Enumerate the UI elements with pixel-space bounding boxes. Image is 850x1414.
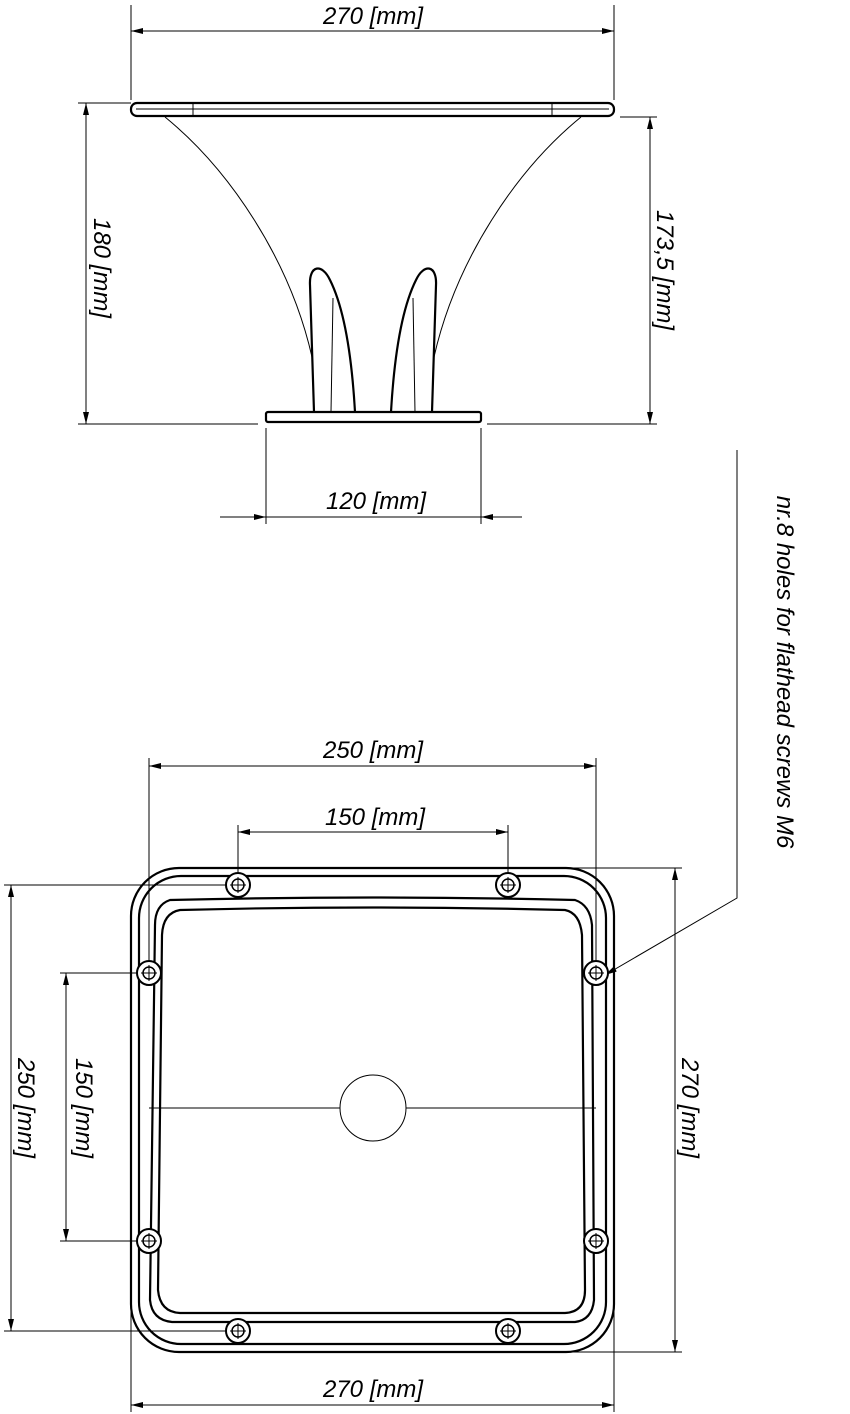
dim-label: 250 [mm]: [12, 1057, 39, 1159]
dim-label: 180 [mm]: [88, 218, 115, 319]
throat-opening: [339, 1074, 407, 1142]
mounting-hole: [495, 1318, 521, 1344]
dim-hole-spacing-inner-v: 150 [mm]: [60, 972, 137, 1242]
mounting-hole: [583, 960, 609, 986]
holes-note-text: nr.8 holes for flathead screws M6: [771, 496, 798, 849]
dim-label: 150 [mm]: [70, 1058, 97, 1159]
mounting-hole: [495, 872, 521, 898]
throat-lobes: [308, 267, 438, 413]
dim-label: 270 [mm]: [322, 1376, 424, 1403]
dim-label: 250 [mm]: [322, 737, 424, 764]
dim-base-width: 120 [mm]: [220, 428, 522, 524]
dim-label: 270 [mm]: [322, 3, 424, 30]
dim-label: 270 [mm]: [676, 1057, 703, 1159]
mounting-hole: [225, 1318, 251, 1344]
flange-outline: [129, 866, 616, 1354]
dim-label: 173,5 [mm]: [651, 210, 678, 331]
base-plate: [264, 410, 483, 424]
dim-total-height: 180 [mm]: [78, 102, 258, 425]
front-view: 250 [mm] 150 [mm] 250 [mm] 150 [mm]: [4, 737, 703, 1412]
horn-bell-left: [164, 116, 313, 358]
dim-hole-spacing-inner-h: 150 [mm]: [237, 804, 509, 872]
top-flange: [129, 101, 616, 118]
dim-hole-spacing-outer-h: 250 [mm]: [148, 737, 597, 960]
dim-label: 120 [mm]: [326, 488, 427, 515]
dim-label: 150 [mm]: [325, 804, 426, 831]
dim-horn-height: 173,5 [mm]: [487, 116, 678, 425]
side-view: 270 [mm] 180 [mm] 173,5 [mm] 120 [mm]: [78, 3, 678, 524]
dim-flange-height: 270 [mm]: [560, 867, 703, 1353]
mounting-hole: [583, 1228, 609, 1254]
dim-hole-spacing-outer-v: 250 [mm]: [4, 884, 226, 1332]
horn-bell-right: [433, 116, 582, 358]
dim-top-width: 270 [mm]: [130, 3, 615, 100]
mounting-hole: [136, 1228, 162, 1254]
mounting-hole: [136, 960, 162, 986]
mounting-hole: [225, 872, 251, 898]
dim-flange-width: 270 [mm]: [130, 1300, 615, 1412]
holes-note: nr.8 holes for flathead screws M6: [604, 450, 798, 976]
